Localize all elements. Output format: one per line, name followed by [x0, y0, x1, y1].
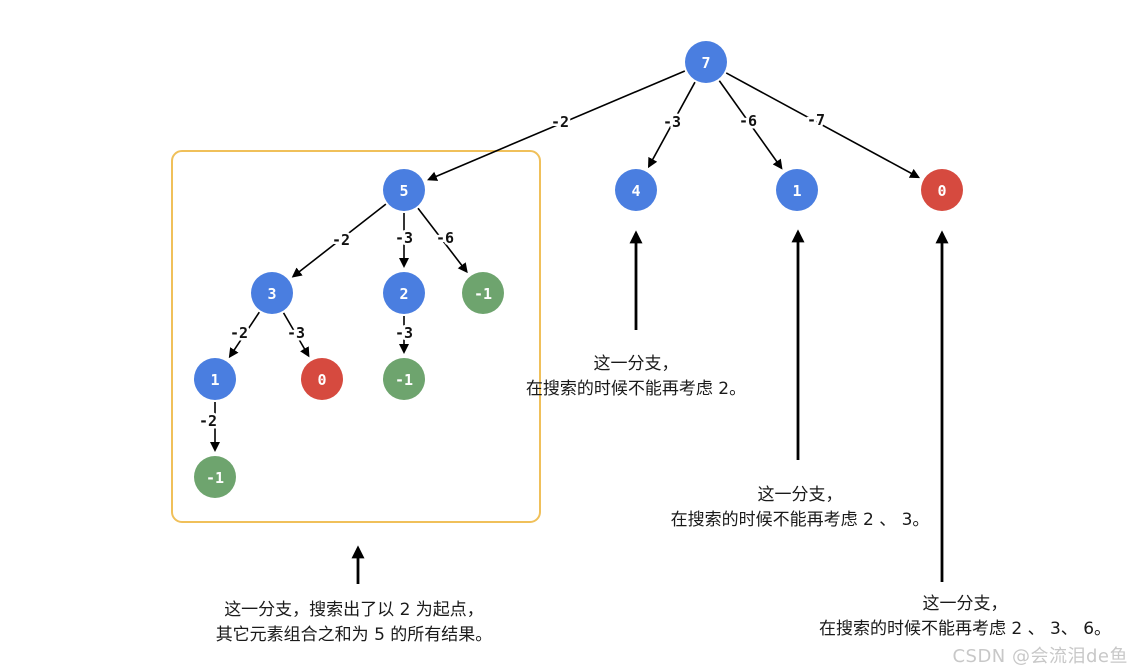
annotation-line: 这一分支，	[922, 594, 1008, 614]
annotation-line: 在搜索的时候不能再考虑 2。	[525, 379, 747, 399]
tree-node-label: -1	[474, 285, 492, 303]
highlight-box	[171, 150, 541, 523]
edge-label: -3	[287, 324, 305, 342]
tree-node-1	[776, 169, 818, 211]
tree-edge-n5-nm1a	[417, 207, 468, 274]
tree-node-7	[685, 41, 727, 83]
tree-node-label: 0	[317, 371, 326, 389]
tree-node-0	[301, 358, 343, 400]
tree-node-2	[383, 272, 425, 314]
annotation-line: 在搜索的时候不能再考虑 2 、 3、 6。	[818, 619, 1112, 639]
annotation-text: 这一分支， 在搜索的时候不能再考虑 2 、 3、 6。	[819, 592, 1111, 642]
tree-node-5	[383, 169, 425, 211]
annotation-text: 这一分支，搜索出了以 2 为起点， 其它元素组合之和为 5 的所有结果。	[216, 598, 493, 648]
tree-node-label: 3	[267, 285, 276, 303]
tree-node-3	[251, 272, 293, 314]
annotation-line: 在搜索的时候不能再考虑 2 、 3。	[670, 510, 930, 530]
tree-edge-n7-n0r	[725, 72, 921, 179]
annotation-line: 这一分支，	[593, 354, 679, 374]
tree-edge-n5-n3	[291, 203, 387, 278]
edge-label: -6	[436, 229, 454, 247]
tree-edge-n7-n4	[647, 81, 696, 169]
tree-node-label: 7	[701, 54, 710, 72]
tree-edge-n7-n5	[427, 70, 686, 181]
tree-node-0	[921, 169, 963, 211]
tree-node-label: 5	[399, 182, 408, 200]
edge-label: -2	[199, 412, 217, 430]
edge-label: -2	[230, 324, 248, 342]
tree-node--1	[383, 358, 425, 400]
edge-label: -6	[739, 112, 757, 130]
annotation-line: 这一分支，	[757, 485, 843, 505]
annotation-line: 其它元素组合之和为 5 的所有结果。	[215, 625, 493, 645]
edge-label: -3	[395, 229, 413, 247]
annotation-text: 这一分支， 在搜索的时候不能再考虑 2。	[526, 352, 746, 402]
tree-node-label: 2	[399, 285, 408, 303]
tree-node-label: 4	[631, 182, 640, 200]
edge-label: -3	[663, 113, 681, 131]
annotation-line: 这一分支，搜索出了以 2 为起点，	[224, 600, 484, 620]
tree-node--1	[462, 272, 504, 314]
tree-node-label: 0	[937, 182, 946, 200]
edge-label: -2	[332, 231, 350, 249]
tree-node-label: -1	[206, 469, 224, 487]
tree-node-4	[615, 169, 657, 211]
edge-label: -7	[807, 111, 825, 129]
edge-label: -2	[551, 113, 569, 131]
tree-node-1	[194, 358, 236, 400]
tree-edge-n3-n1l	[228, 311, 260, 359]
annotation-text: 这一分支， 在搜索的时候不能再考虑 2 、 3。	[671, 483, 930, 533]
tree-node-label: 1	[792, 182, 801, 200]
edge-label: -3	[395, 324, 413, 342]
tree-node--1	[194, 456, 236, 498]
tree-node-label: 1	[210, 371, 219, 389]
csdn-watermark: CSDN @会流泪de鱼	[952, 646, 1128, 667]
tree-edge-n3-n0l	[282, 312, 310, 358]
tree-node-label: -1	[395, 371, 413, 389]
tree-edge-n7-n1r	[718, 80, 783, 170]
